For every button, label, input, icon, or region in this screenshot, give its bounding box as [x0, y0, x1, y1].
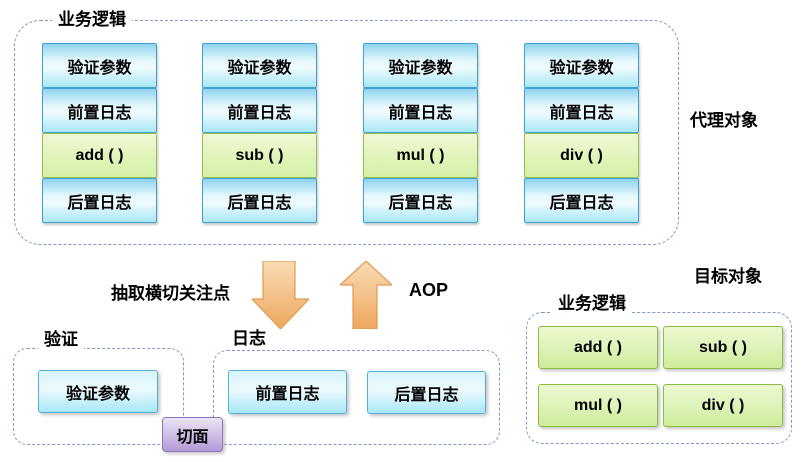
- pre-log-cell: 前置日志: [42, 88, 157, 133]
- target-container-label: 业务逻辑: [552, 294, 632, 314]
- aspect-tag: 切面: [162, 417, 223, 452]
- validate-params-cell: 验证参数: [202, 43, 317, 88]
- proxy-container-label: 业务逻辑: [52, 10, 132, 30]
- method-cell-mul: mul ( ): [363, 133, 478, 178]
- proxy-method-column-sub: 验证参数 前置日志 sub ( ) 后置日志: [202, 43, 317, 223]
- target-object-container: [526, 312, 792, 444]
- up-arrow-icon: [340, 261, 392, 329]
- method-cell-sub: sub ( ): [202, 133, 317, 178]
- validation-aspect-label: 验证: [38, 330, 84, 350]
- post-log-cell: 后置日志: [42, 178, 157, 223]
- post-log-cell: 后置日志: [202, 178, 317, 223]
- method-cell-add: add ( ): [42, 133, 157, 178]
- pre-log-cell: 前置日志: [202, 88, 317, 133]
- target-method-mul: mul ( ): [538, 384, 658, 427]
- post-log-box: 后置日志: [367, 371, 486, 414]
- aop-label: AOP: [409, 280, 449, 300]
- extract-crosscut-label: 抽取横切关注点: [111, 284, 230, 303]
- pre-log-cell: 前置日志: [363, 88, 478, 133]
- down-arrow-icon: [252, 261, 309, 329]
- target-method-sub: sub ( ): [663, 326, 783, 369]
- proxy-method-column-add: 验证参数 前置日志 add ( ) 后置日志: [42, 43, 157, 223]
- validate-params-cell: 验证参数: [363, 43, 478, 88]
- pre-log-box: 前置日志: [228, 370, 347, 414]
- validate-params-cell: 验证参数: [42, 43, 157, 88]
- proxy-object-container: [14, 20, 679, 245]
- target-method-div: div ( ): [663, 384, 783, 427]
- post-log-cell: 后置日志: [363, 178, 478, 223]
- validate-params-cell: 验证参数: [524, 43, 639, 88]
- proxy-object-label: 代理对象: [690, 111, 758, 130]
- validation-aspect-container: [13, 348, 184, 445]
- post-log-cell: 后置日志: [524, 178, 639, 223]
- logging-aspect-container: [213, 350, 500, 445]
- target-method-add: add ( ): [538, 326, 658, 369]
- proxy-method-column-div: 验证参数 前置日志 div ( ) 后置日志: [524, 43, 639, 223]
- target-object-label: 目标对象: [694, 267, 762, 286]
- logging-aspect-label: 日志: [226, 329, 272, 349]
- proxy-method-column-mul: 验证参数 前置日志 mul ( ) 后置日志: [363, 43, 478, 223]
- validate-params-box: 验证参数: [38, 370, 158, 413]
- method-cell-div: div ( ): [524, 133, 639, 178]
- pre-log-cell: 前置日志: [524, 88, 639, 133]
